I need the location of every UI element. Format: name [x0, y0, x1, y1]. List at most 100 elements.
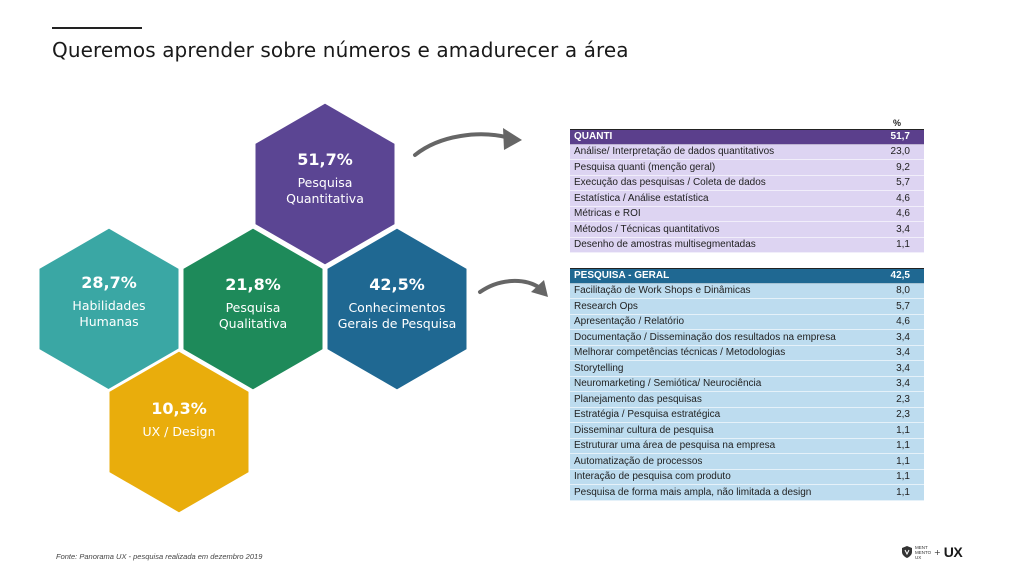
row-label: Estruturar uma área de pesquisa na empre…: [574, 440, 776, 452]
hex-qualitativa-pct: 21,8%: [225, 275, 281, 294]
row-label: Apresentação / Relatório: [574, 316, 685, 328]
row-label: Pesquisa quanti (menção geral): [574, 161, 716, 173]
arrow-to-geral: [478, 278, 542, 294]
geral-header-value: 42,5: [890, 270, 910, 282]
quanti-header-label: QUANTI: [574, 131, 613, 143]
quanti-header-value: 51,7: [890, 131, 910, 143]
row-label: Métricas e ROI: [574, 208, 641, 220]
row-value: 3,4: [896, 347, 910, 359]
hex-quantitativa-pct: 51,7%: [297, 150, 353, 169]
arrow-to-geral-head: [531, 280, 548, 297]
row-label: Research Ops: [574, 300, 638, 312]
table-row: Métricas e ROI 4,6: [570, 207, 924, 222]
row-value: 3,4: [896, 223, 910, 235]
table-row: Execução das pesquisas / Coleta de dados…: [570, 176, 924, 191]
percent-column-header: %: [893, 118, 902, 128]
row-value: 1,1: [896, 455, 910, 467]
row-label: Planejamento das pesquisas: [574, 393, 702, 405]
table-row: Estatística / Análise estatística 4,6: [570, 191, 924, 207]
logo-ux: UX: [943, 544, 963, 560]
table-row: Automatização de processos 1,1: [570, 454, 924, 470]
hex-qualitativa-label: 21,8% Pesquisa Qualitativa: [188, 275, 318, 332]
row-value: 2,3: [896, 409, 910, 421]
row-label: Interação de pesquisa com produto: [574, 471, 731, 483]
row-value: 1,1: [896, 486, 910, 498]
hex-conhecimentos-name: Conhecimentos Gerais de Pesquisa: [337, 300, 457, 331]
logo-mini-text: MENT MENTO UX: [915, 544, 932, 560]
row-label: Estratégia / Pesquisa estratégica: [574, 409, 721, 421]
table-row: Interação de pesquisa com produto 1,1: [570, 470, 924, 485]
row-value: 1,1: [896, 239, 910, 251]
row-value: 2,3: [896, 393, 910, 405]
hex-humanas-name: Habilidades Humanas: [72, 298, 146, 329]
row-label: Pesquisa de forma mais ampla, não limita…: [574, 486, 812, 498]
geral-table-header: PESQUISA - GERAL 42,5: [570, 268, 924, 284]
row-value: 3,4: [896, 362, 910, 374]
row-label: Métodos / Técnicas quantitativos: [574, 223, 720, 235]
arrow-to-quanti: [413, 132, 512, 157]
geral-table-body: Facilitação de Work Shops e Dinâmicas 8,0…: [570, 283, 924, 501]
table-row: Facilitação de Work Shops e Dinâmicas 8,0: [570, 284, 924, 299]
shield-icon: [902, 546, 912, 558]
table-row: Métodos / Técnicas quantitativos 3,4: [570, 222, 924, 238]
row-value: 5,7: [896, 300, 910, 312]
logo-plus: +: [934, 547, 941, 557]
row-value: 4,6: [896, 316, 910, 328]
row-label: Storytelling: [574, 362, 624, 374]
table-row: Pesquisa de forma mais ampla, não limita…: [570, 485, 924, 501]
hex-conhecimentos-pct: 42,5%: [369, 275, 425, 294]
hex-quantitativa-name: Pesquisa Quantitativa: [286, 175, 364, 206]
row-value: 4,6: [896, 192, 910, 204]
geral-header-label: PESQUISA - GERAL: [574, 270, 670, 282]
row-value: 1,1: [896, 471, 910, 483]
row-label: Estatística / Análise estatística: [574, 192, 709, 204]
row-label: Melhorar competências técnicas / Metodol…: [574, 347, 786, 359]
table-row: Estruturar uma área de pesquisa na empre…: [570, 439, 924, 454]
hex-humanas-label: 28,7% Habilidades Humanas: [44, 273, 174, 330]
row-value: 5,7: [896, 177, 910, 189]
row-label: Documentação / Disseminação dos resultad…: [574, 331, 836, 343]
hex-quantitativa-label: 51,7% Pesquisa Quantitativa: [260, 150, 390, 207]
hex-ux-design-label: 10,3% UX / Design: [114, 399, 244, 440]
row-label: Disseminar cultura de pesquisa: [574, 424, 714, 436]
geral-table: PESQUISA - GERAL 42,5 Facilitação de Wor…: [570, 268, 924, 501]
table-row: Research Ops 5,7: [570, 299, 924, 315]
row-value: 1,1: [896, 440, 910, 452]
table-row: Neuromarketing / Semiótica/ Neurociência…: [570, 377, 924, 392]
row-value: 4,6: [896, 208, 910, 220]
source-note: Fonte: Panorama UX - pesquisa realizada …: [56, 552, 263, 561]
arrow-to-quanti-head: [503, 128, 522, 150]
table-row: Desenho de amostras multisegmentadas 1,1: [570, 238, 924, 253]
quanti-table: QUANTI 51,7 Análise/ Interpretação de da…: [570, 129, 924, 253]
row-value: 8,0: [896, 285, 910, 297]
quanti-table-header: QUANTI 51,7: [570, 129, 924, 145]
row-label: Automatização de processos: [574, 455, 703, 467]
table-row: Planejamento das pesquisas 2,3: [570, 392, 924, 408]
row-label: Facilitação de Work Shops e Dinâmicas: [574, 285, 751, 297]
row-value: 9,2: [896, 161, 910, 173]
quanti-table-body: Análise/ Interpretação de dados quantita…: [570, 144, 924, 253]
table-row: Análise/ Interpretação de dados quantita…: [570, 145, 924, 160]
hex-humanas-pct: 28,7%: [81, 273, 137, 292]
hex-conhecimentos-label: 42,5% Conhecimentos Gerais de Pesquisa: [327, 275, 467, 332]
hex-qualitativa-name: Pesquisa Qualitativa: [218, 300, 288, 331]
hex-ux-design-name: UX / Design: [142, 424, 216, 439]
table-row: Melhorar competências técnicas / Metodol…: [570, 346, 924, 361]
row-label: Execução das pesquisas / Coleta de dados: [574, 177, 766, 189]
table-row: Disseminar cultura de pesquisa 1,1: [570, 423, 924, 439]
row-value: 3,4: [896, 331, 910, 343]
table-row: Storytelling 3,4: [570, 361, 924, 377]
hex-ux-design-pct: 10,3%: [151, 399, 207, 418]
table-row: Pesquisa quanti (menção geral) 9,2: [570, 160, 924, 176]
table-row: Estratégia / Pesquisa estratégica 2,3: [570, 408, 924, 423]
row-label: Neuromarketing / Semiótica/ Neurociência: [574, 378, 762, 390]
page-title: Queremos aprender sobre números e amadur…: [52, 38, 629, 62]
table-row: Documentação / Disseminação dos resultad…: [570, 330, 924, 346]
row-value: 1,1: [896, 424, 910, 436]
row-label: Análise/ Interpretação de dados quantita…: [574, 146, 775, 158]
brand-logo: MENT MENTO UX + UX: [902, 544, 963, 560]
table-row: Apresentação / Relatório 4,6: [570, 315, 924, 330]
title-rule: [52, 27, 142, 29]
row-value: 23,0: [890, 146, 910, 158]
row-label: Desenho de amostras multisegmentadas: [574, 239, 756, 251]
